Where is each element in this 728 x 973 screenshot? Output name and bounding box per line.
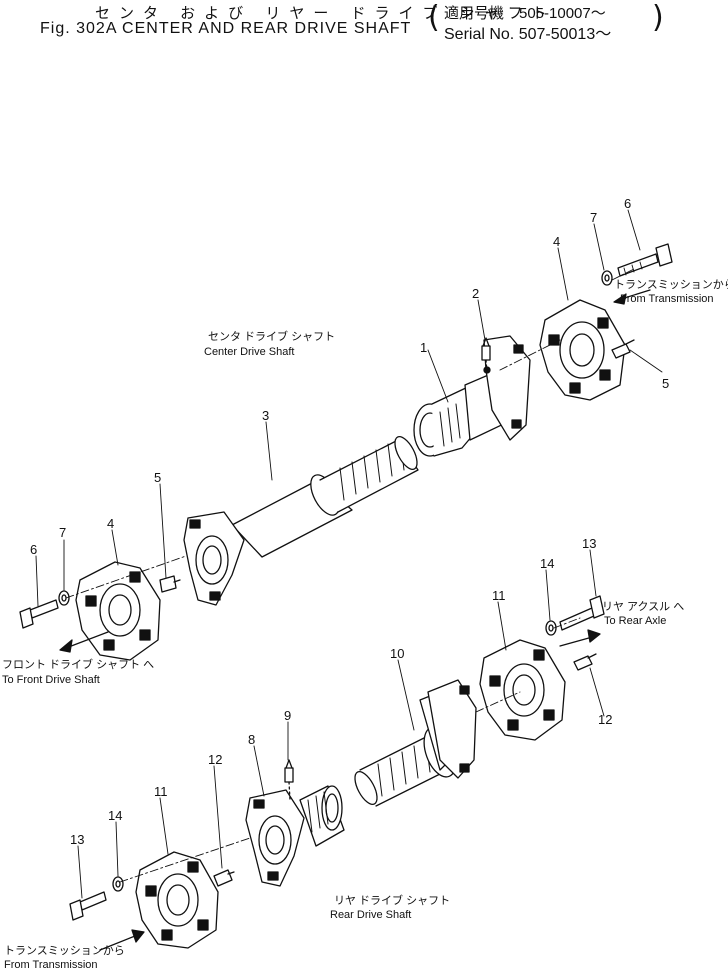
from-transmission-bottom-jp: トランスミッションから [4, 944, 125, 957]
from-transmission-top: From Transmission [620, 293, 714, 305]
part-4-spider-upper [539, 299, 626, 401]
part-9-grease-fitting [284, 759, 294, 801]
rear-axis-lines [119, 617, 581, 883]
callout-numbers: 1 2 3 4 4 5 5 6 6 7 7 8 9 10 11 11 12 12… [30, 196, 669, 847]
part-8-yoke [245, 785, 345, 887]
right-paren-icon: ) [652, 0, 664, 35]
part-13-bolt-right [559, 595, 605, 631]
arrow-to-front-icon [59, 631, 109, 653]
callout-14-right: 14 [540, 556, 554, 571]
part-11-spider-right [479, 639, 566, 741]
callout-12-right: 12 [598, 712, 612, 727]
part-4-spider-left [75, 561, 161, 661]
callout-11-left: 11 [154, 784, 168, 799]
title-japanese: センタ および リヤー ドライブ シャフト [95, 5, 556, 22]
to-rear-axle: To Rear Axle [604, 615, 666, 627]
from-transmission-bottom: From Transmission [4, 959, 98, 971]
left-paren-icon: ( [428, 0, 440, 35]
center-shaft-caption: Center Drive Shaft [204, 346, 294, 358]
center-shaft-caption-jp: センタ ドライブ シャフト [208, 329, 335, 343]
to-rear-axle-jp: リヤ アクスル へ [602, 600, 684, 613]
part-6-bolt-upper [617, 243, 673, 277]
part-2-grease-fitting [481, 337, 491, 373]
callout-2: 2 [472, 286, 479, 301]
callout-7-left: 7 [59, 525, 66, 540]
part-6-bolt-left [19, 599, 59, 629]
serial-japanese: 適用号機 505-10007～ [444, 5, 606, 22]
leader-lines [35, 209, 663, 899]
callout-11-right: 11 [492, 588, 506, 603]
callout-8: 8 [248, 732, 255, 747]
callout-13-right: 13 [582, 536, 596, 551]
rear-shaft-caption: Rear Drive Shaft [330, 909, 411, 921]
part-14-washer-right [545, 620, 557, 636]
callout-5-upper: 5 [662, 376, 669, 391]
to-front-shaft-jp: フロント ドライブ シャフト へ [2, 657, 154, 671]
arrow-from-transmission-bottom-icon [99, 929, 145, 951]
part-11-spider-left [135, 851, 219, 949]
callout-4-left: 4 [107, 516, 114, 531]
rear-shaft-caption-jp: リヤ ドライブ シャフト [334, 893, 450, 907]
part-7-washer-left [58, 590, 70, 606]
part-12-fitting-left [213, 869, 235, 887]
callout-3: 3 [262, 408, 269, 423]
callout-10: 10 [390, 646, 404, 661]
from-transmission-top-jp: トランスミッションから [614, 278, 728, 291]
part-7-washer-upper [601, 270, 613, 286]
part-3-center-shaft [231, 436, 419, 558]
serial-number: Serial No. 507-50013～ [444, 26, 612, 43]
captions: センタ ドライブ シャフト Center Drive Shaft トランスミッシ… [2, 278, 728, 971]
center-axis-lines [65, 267, 637, 599]
part-12-fitting-right [573, 653, 597, 671]
callout-6-left: 6 [30, 542, 37, 557]
part-5-fitting-upper [611, 339, 635, 359]
callout-12-left: 12 [208, 752, 222, 767]
part-10-rear-shaft [354, 679, 477, 807]
part-13-bolt-left [69, 891, 107, 921]
part-5-fitting-left [159, 575, 181, 593]
part-14-washer-left [112, 876, 124, 892]
arrow-to-rear-axle-icon [559, 629, 601, 647]
callout-7-upper: 7 [590, 210, 597, 225]
part-1-slip-yoke [413, 335, 531, 457]
to-front-shaft: To Front Drive Shaft [2, 674, 100, 686]
arrow-from-transmission-top-icon [613, 289, 651, 305]
callout-13-left: 13 [70, 832, 84, 847]
callout-6-upper: 6 [624, 196, 631, 211]
callout-4-upper: 4 [553, 234, 560, 249]
callout-5-left: 5 [154, 470, 161, 485]
callout-1: 1 [420, 340, 427, 355]
callout-9: 9 [284, 708, 291, 723]
figure-title: Fig. 302A CENTER AND REAR DRIVE SHAFT [40, 20, 412, 37]
callout-14-left: 14 [108, 808, 122, 823]
part-3-yoke [183, 511, 245, 606]
